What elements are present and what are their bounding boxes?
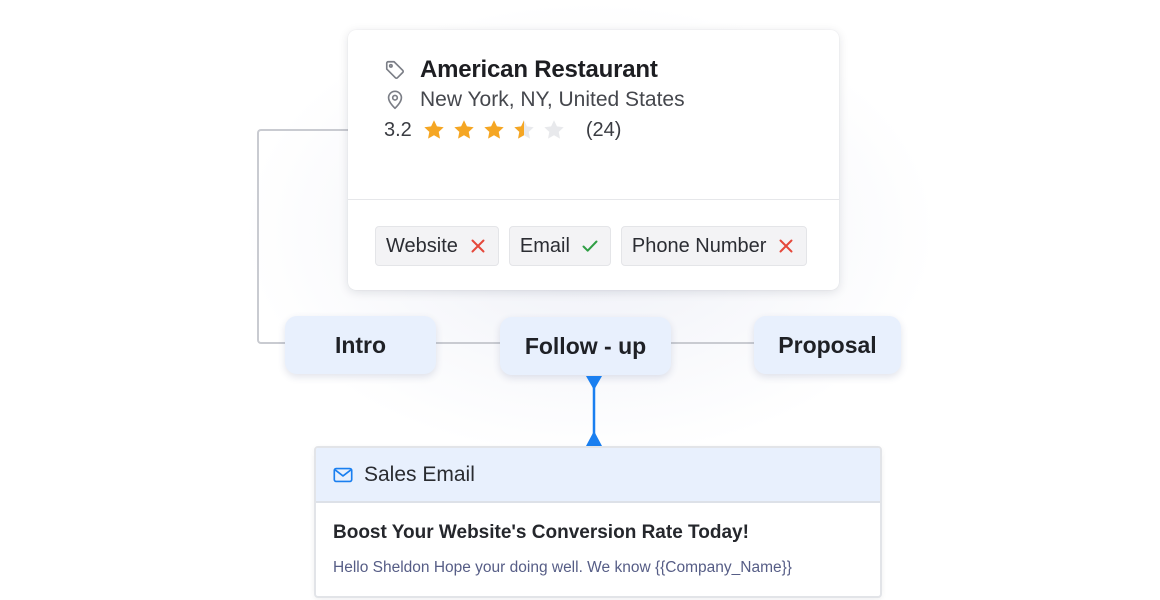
empty-star-icon <box>542 118 572 142</box>
business-location: New York, NY, United States <box>420 88 685 111</box>
business-name: American Restaurant <box>420 56 658 83</box>
stage-intro[interactable]: Intro <box>285 316 436 374</box>
card-divider <box>348 199 839 200</box>
rating-value: 3.2 <box>384 118 412 141</box>
stage-intro-label: Intro <box>334 331 387 358</box>
business-info: American Restaurant New York, NY, United… <box>348 30 839 199</box>
rating-row: 3.2 (24) <box>384 115 803 145</box>
contact-tag[interactable]: Phone Number <box>620 226 808 266</box>
connector-intro-followup <box>436 342 502 344</box>
contact-tags: Website Email Phone Number <box>348 200 839 266</box>
business-name-row: American Restaurant <box>384 55 803 85</box>
business-card[interactable]: American Restaurant New York, NY, United… <box>348 30 839 290</box>
email-preview: Hello Sheldon Hope your doing well. We k… <box>333 559 792 576</box>
full-star-icon <box>422 118 452 142</box>
email-subject: Boost Your Website's Conversion Rate Tod… <box>333 522 749 543</box>
business-location-row: New York, NY, United States <box>384 85 803 115</box>
email-header-title: Sales Email <box>364 462 475 486</box>
followup-email-connector <box>586 376 602 446</box>
connector-arrow-up <box>586 431 602 446</box>
connector-arrow-down <box>586 376 602 390</box>
connector-stem <box>592 386 596 436</box>
contact-tag[interactable]: Email <box>508 226 611 266</box>
stage-follow-up[interactable]: Follow - up <box>500 317 671 375</box>
check-mark-icon <box>580 236 600 256</box>
sales-email-card[interactable]: Sales Email Boost Your Website's Convers… <box>314 446 882 598</box>
half-star-icon <box>512 118 542 142</box>
x-mark-icon <box>468 236 488 256</box>
map-pin-icon <box>384 89 406 111</box>
stage-proposal-label: Proposal <box>778 331 877 358</box>
stage-bracket-connector <box>257 129 357 344</box>
tag-icon <box>384 59 406 81</box>
full-star-icon <box>452 118 482 142</box>
contact-tag[interactable]: Website <box>375 226 499 266</box>
email-header: Sales Email <box>316 448 880 503</box>
review-count: (24) <box>585 118 622 141</box>
email-body: Boost Your Website's Conversion Rate Tod… <box>316 503 880 577</box>
mail-icon <box>332 464 354 486</box>
contact-tag-label: Email <box>519 234 570 257</box>
contact-tag-label: Website <box>386 234 458 257</box>
x-mark-icon <box>776 236 796 256</box>
connector-followup-proposal <box>671 342 755 344</box>
full-star-icon <box>482 118 512 142</box>
star-rating <box>422 118 572 142</box>
stage-proposal[interactable]: Proposal <box>754 316 901 374</box>
stage-follow-up-label: Follow - up <box>524 332 647 359</box>
contact-tag-label: Phone Number <box>631 234 767 257</box>
